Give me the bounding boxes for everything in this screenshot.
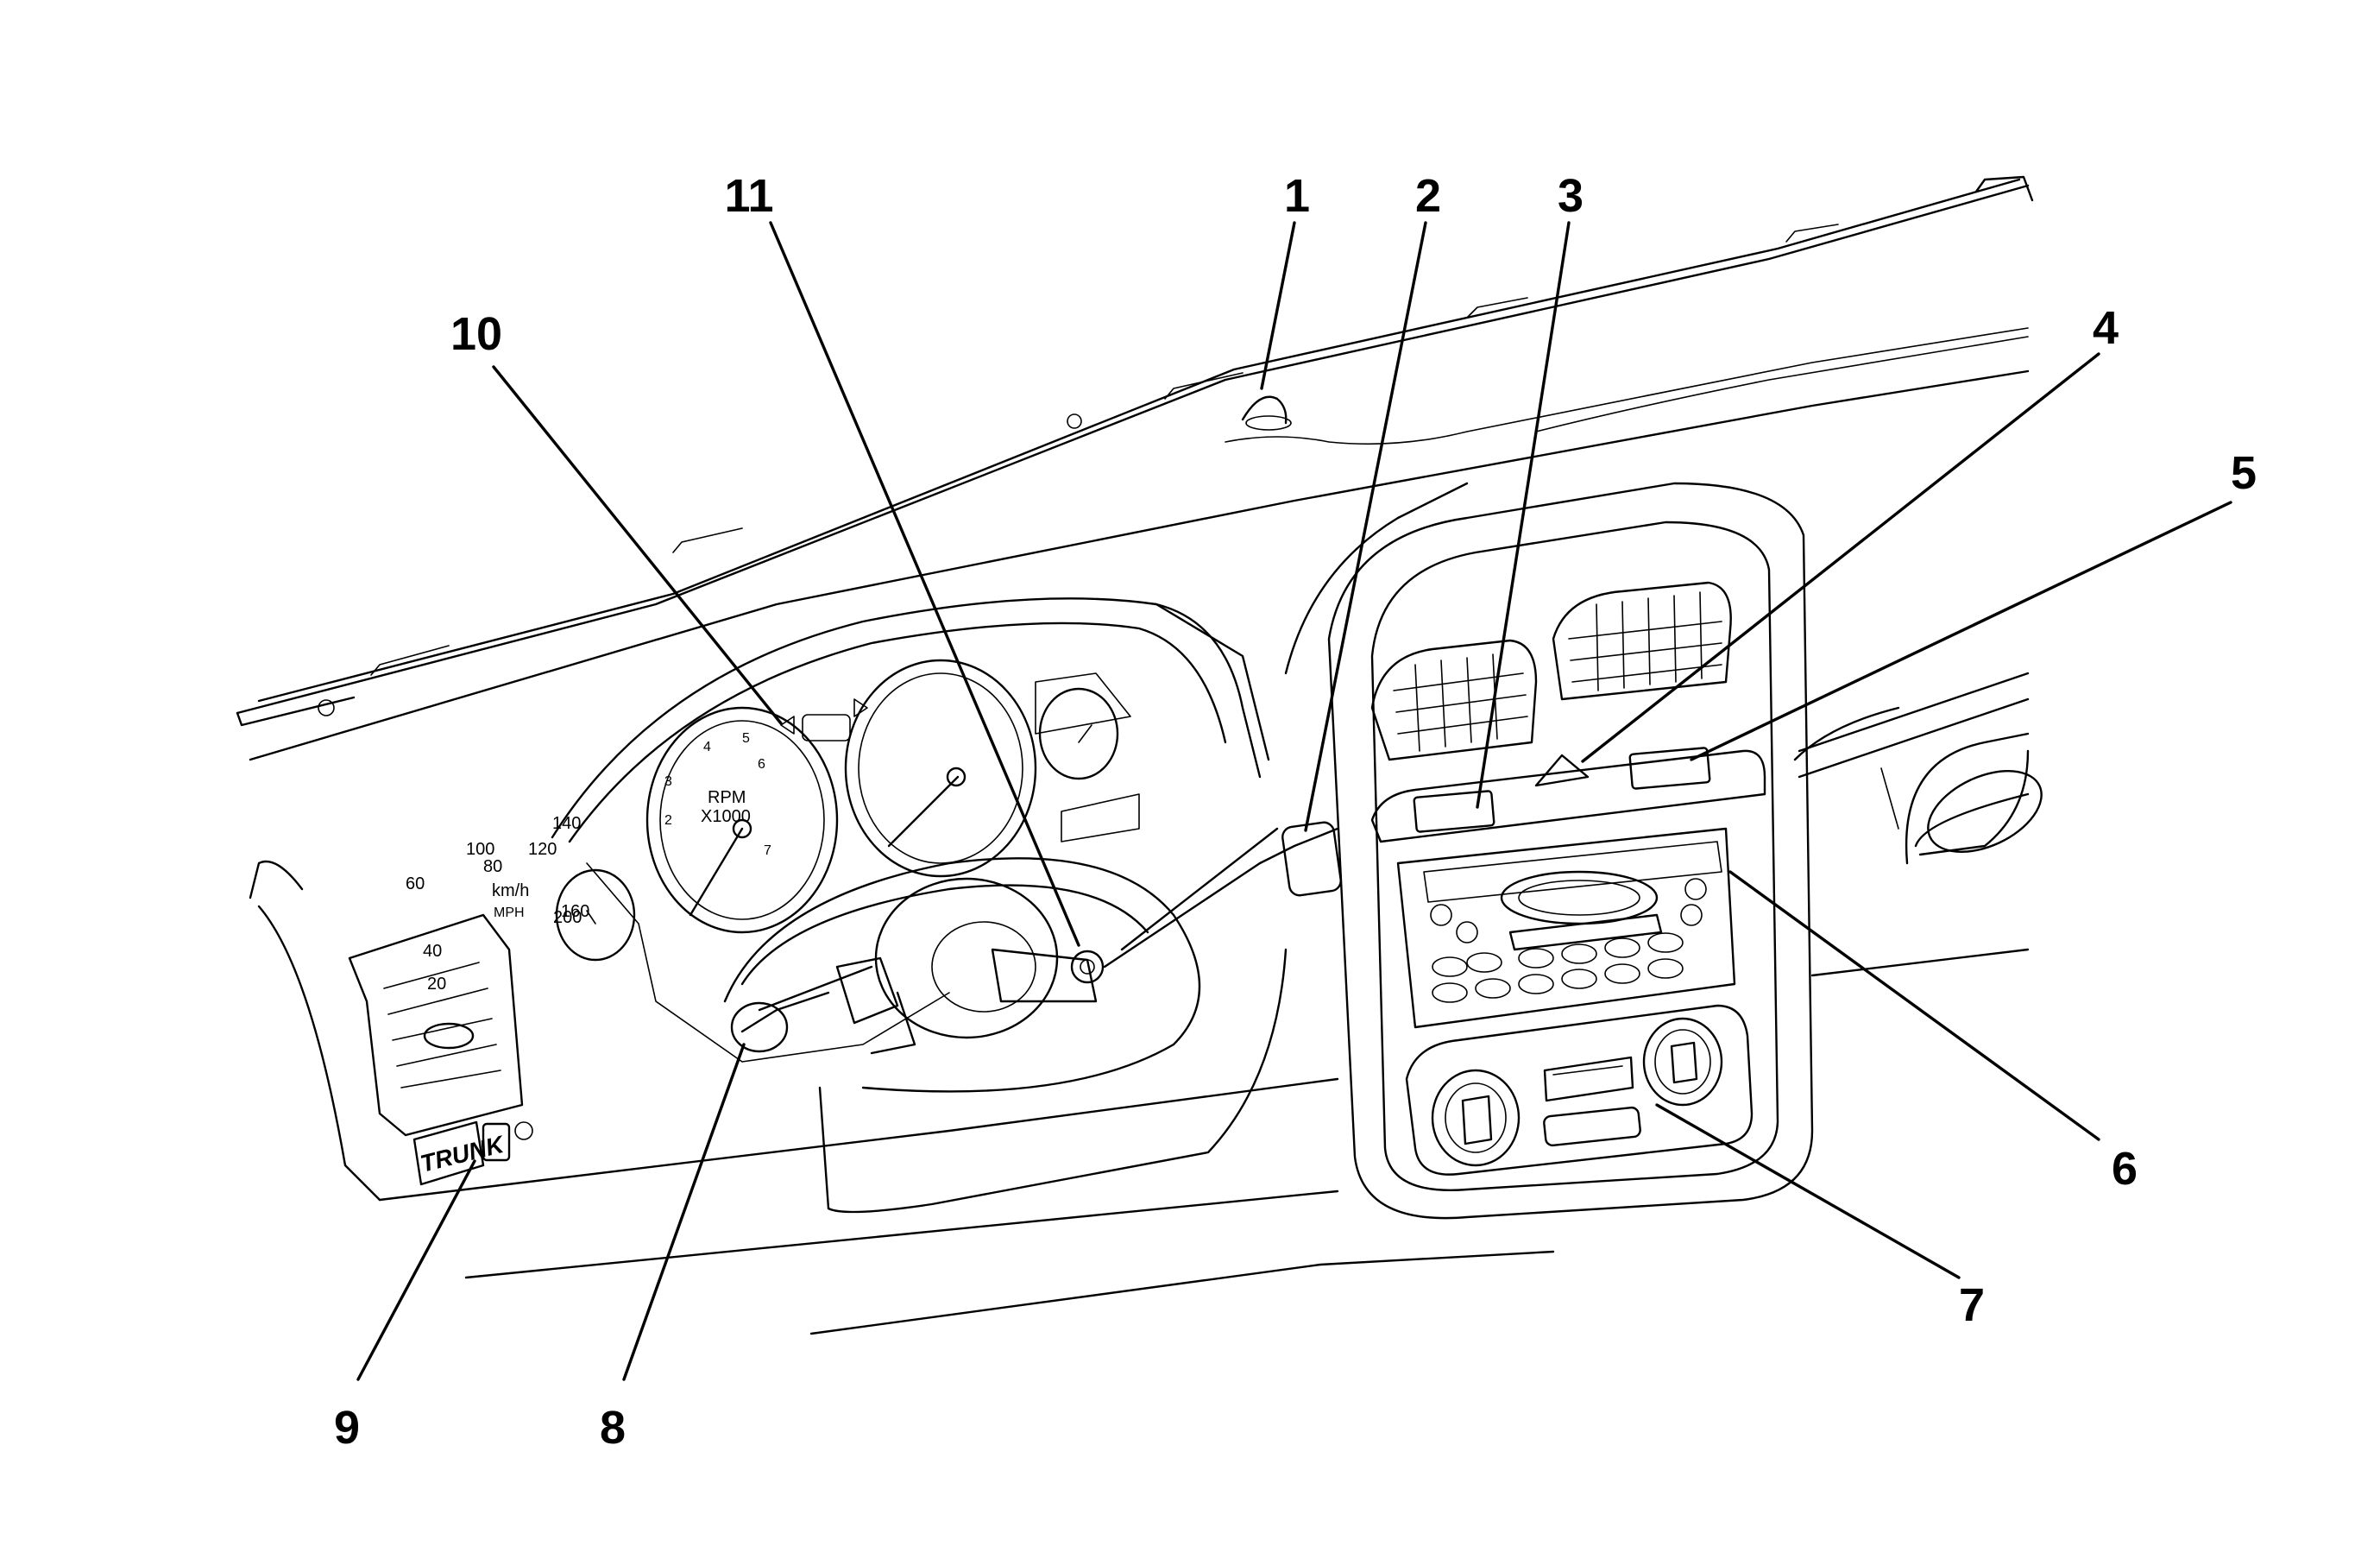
leader-8: [622, 1043, 746, 1381]
dashboard-line-art: 60 80 120 140 100 40 20 160 200 km/h MPH…: [236, 175, 2043, 1335]
callout-11: 11: [724, 170, 773, 222]
callout-10: 10: [450, 308, 502, 360]
callout-3: 3: [1558, 170, 1584, 222]
trunk-switch-label: TRUNK: [418, 1131, 507, 1177]
callout-4: 4: [2093, 302, 2119, 354]
callout-labels: 1 2 3 4 5 6 7 8 9 10 11: [334, 170, 2257, 1454]
rpm-tick-2: 2: [664, 813, 672, 828]
speed-tick-100: 100: [466, 840, 494, 859]
rpm-tick-5: 5: [742, 731, 750, 746]
leader-4: [1581, 352, 2100, 763]
rpm-label: RPM: [708, 788, 746, 807]
kmh-label: km/h: [492, 881, 529, 900]
rpm-tick-6: 6: [758, 757, 765, 772]
callout-7: 7: [1959, 1279, 1985, 1331]
speed-tick-40: 40: [423, 942, 442, 961]
speed-tick-200: 200: [553, 908, 582, 927]
callout-1: 1: [1284, 170, 1310, 222]
mph-label: MPH: [494, 906, 525, 920]
leader-1: [1260, 221, 1296, 390]
rpm-tick-3: 3: [664, 774, 672, 789]
rpm-tick-4: 4: [703, 740, 711, 754]
leader-lines: [356, 221, 2232, 1381]
speed-tick-140: 140: [552, 814, 581, 833]
leader-2: [1304, 221, 1427, 832]
callout-2: 2: [1415, 170, 1441, 222]
leader-3: [1476, 221, 1571, 809]
leader-5: [1690, 501, 2232, 761]
speed-tick-60: 60: [406, 874, 425, 893]
callout-8: 8: [600, 1402, 626, 1454]
speed-tick-160: 160: [561, 902, 589, 921]
callout-9: 9: [334, 1402, 360, 1454]
rpm-tick-7: 7: [764, 843, 771, 858]
speed-tick-120: 120: [528, 840, 557, 859]
speed-tick-80: 80: [483, 857, 502, 876]
leader-11: [769, 221, 1080, 947]
leader-9: [356, 1159, 476, 1381]
leader-6: [1728, 870, 2100, 1141]
leader-10: [492, 365, 783, 725]
callout-5: 5: [2231, 447, 2257, 499]
leader-7: [1655, 1103, 1961, 1279]
callout-6: 6: [2112, 1143, 2138, 1195]
rpm-multiplier-label: X1000: [701, 807, 751, 826]
speed-tick-20: 20: [427, 975, 446, 994]
